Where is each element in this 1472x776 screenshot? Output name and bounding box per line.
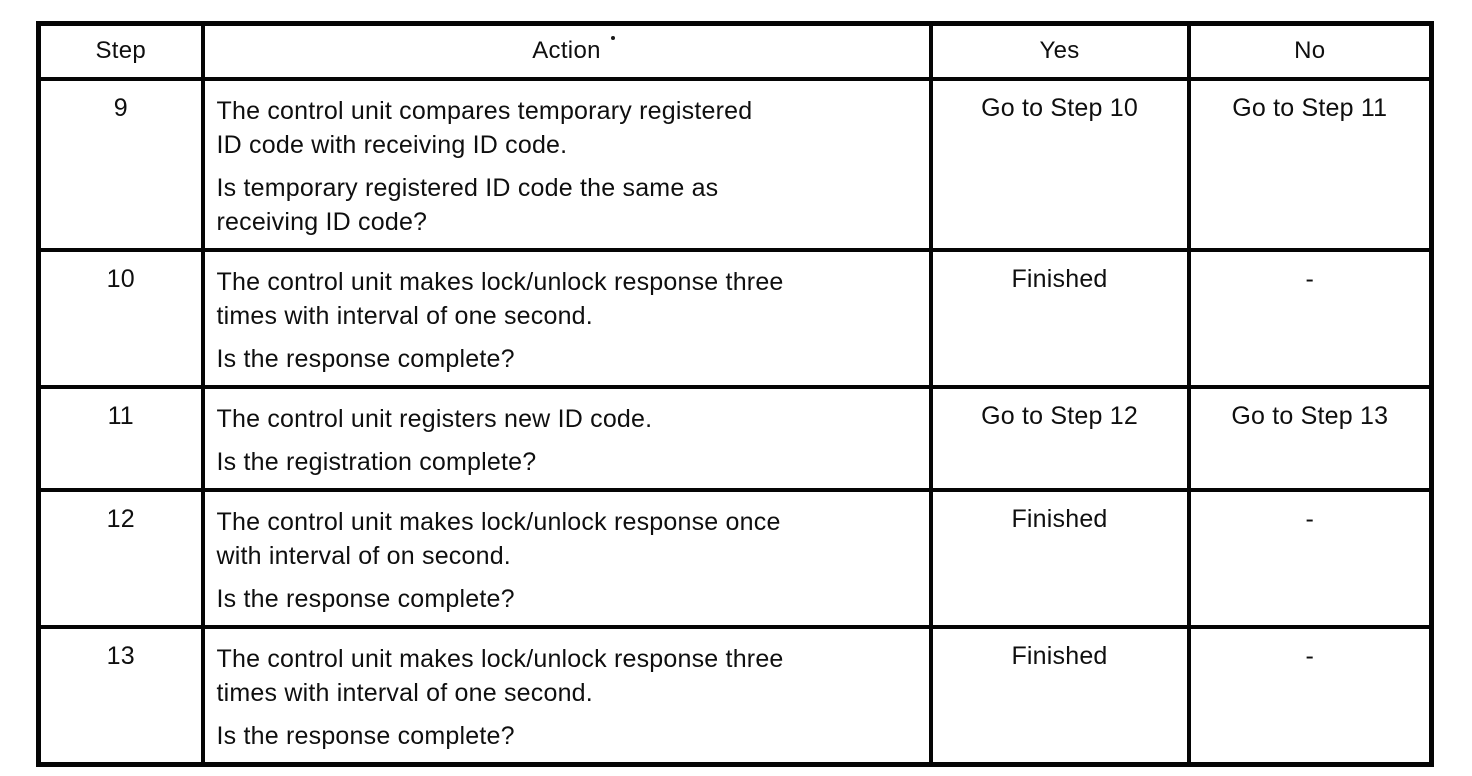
header-row: Step Action Yes No — [36, 21, 1434, 81]
table-row: 13 The control unit makes lock/unlock re… — [36, 624, 1434, 766]
no-cell: Go to Step 13 — [1186, 384, 1434, 492]
action-cell: The control unit compares temporary regi… — [200, 76, 933, 252]
action-question: Is the response complete? — [216, 584, 515, 613]
step-number-cell: 10 — [36, 247, 205, 389]
step-number-cell: 12 — [36, 487, 205, 629]
yes-cell: Go to Step 12 — [928, 384, 1191, 492]
action-question: Is temporary registered ID code the same… — [216, 173, 719, 236]
yes-cell: Finished — [928, 247, 1191, 389]
column-header-yes: Yes — [928, 21, 1191, 81]
table-row: 10 The control unit makes lock/unlock re… — [36, 247, 1434, 389]
step-number-cell: 11 — [36, 384, 205, 492]
action-cell: The control unit makes lock/unlock respo… — [200, 487, 933, 629]
action-statement: The control unit compares temporary regi… — [216, 96, 753, 159]
column-header-step: Step — [36, 21, 205, 81]
action-cell: The control unit makes lock/unlock respo… — [200, 624, 933, 766]
action-statement: The control unit makes lock/unlock respo… — [216, 644, 784, 707]
no-cell: - — [1186, 624, 1434, 766]
step-number-cell: 9 — [36, 76, 205, 252]
column-header-no: No — [1186, 21, 1434, 81]
action-question: Is the response complete? — [216, 721, 515, 750]
action-statement: The control unit makes lock/unlock respo… — [216, 267, 784, 330]
action-statement: The control unit makes lock/unlock respo… — [216, 507, 781, 570]
table-row: 12 The control unit makes lock/unlock re… — [36, 487, 1434, 629]
no-cell: - — [1186, 247, 1434, 389]
no-cell: - — [1186, 487, 1434, 629]
column-header-action: Action — [200, 21, 933, 81]
step-number-cell: 13 — [36, 624, 205, 766]
action-question: Is the registration complete? — [216, 447, 537, 476]
action-statement: The control unit registers new ID code. — [216, 404, 653, 433]
step-action-table: Step Action Yes No 9 The control unit co… — [36, 21, 1434, 767]
yes-cell: Go to Step 10 — [928, 76, 1191, 252]
yes-cell: Finished — [928, 487, 1191, 629]
action-cell: The control unit makes lock/unlock respo… — [200, 247, 933, 389]
yes-cell: Finished — [928, 624, 1191, 766]
action-question: Is the response complete? — [216, 344, 515, 373]
table-row: 9 The control unit compares temporary re… — [36, 76, 1434, 252]
no-cell: Go to Step 11 — [1186, 76, 1434, 252]
table-row: 11 The control unit registers new ID cod… — [36, 384, 1434, 492]
action-cell: The control unit registers new ID code. … — [200, 384, 933, 492]
